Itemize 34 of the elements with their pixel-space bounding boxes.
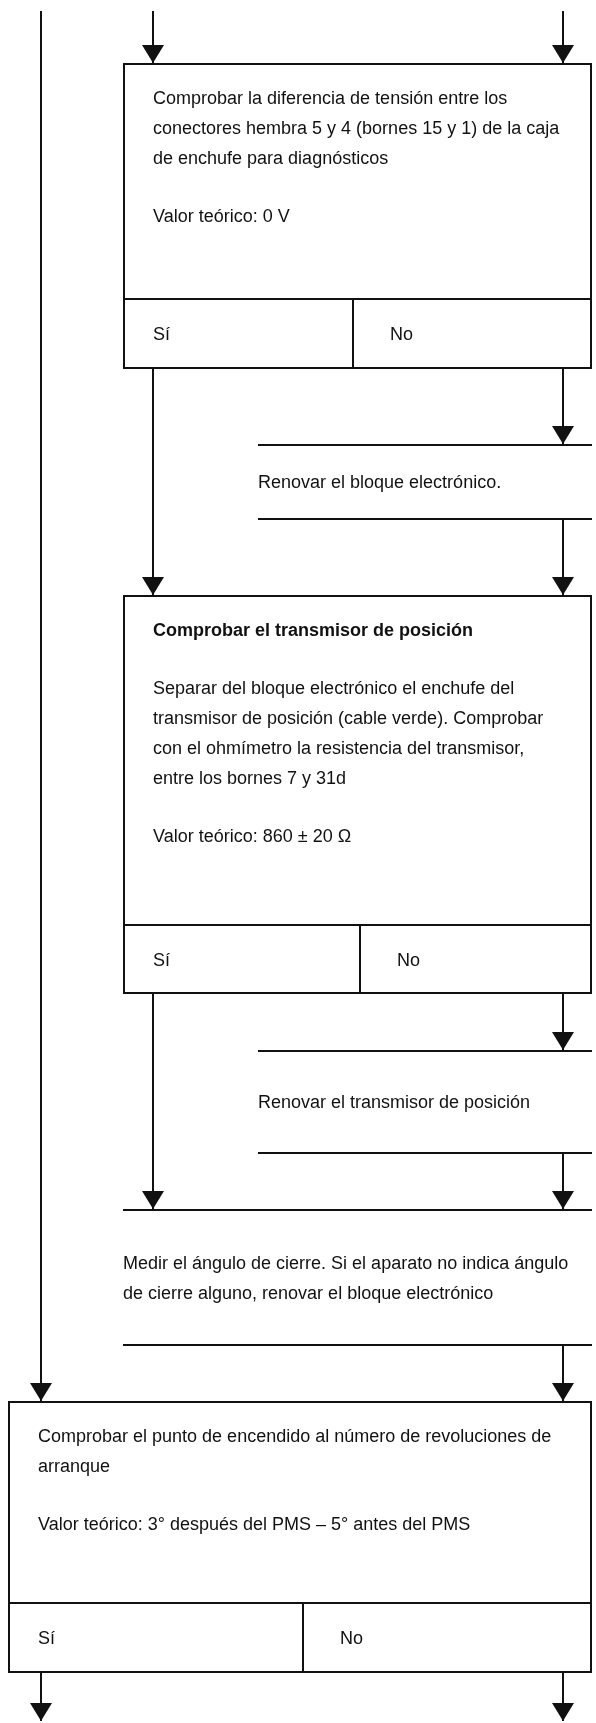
answer-cell: Sí — [125, 298, 352, 369]
arrow — [552, 10, 574, 64]
arrow — [142, 10, 164, 64]
theoretical-value-text: Valor teórico: 0 V — [153, 205, 291, 228]
process-box — [123, 595, 592, 994]
answer-cell: Sí — [10, 1602, 302, 1673]
instruction-text: Medir el ángulo de cierre. Si el aparato no indica ángulo de cierre alguno, renovar el bloque electrónico — [123, 1251, 570, 1305]
instruction-text: Renovar el transmisor de posición — [258, 1091, 532, 1114]
theoretical-value-text: Valor teórico: 3° después del PMS – 5° antes del PMS — [38, 1513, 472, 1536]
answer-cell: No — [302, 1602, 592, 1673]
arrow — [552, 1345, 574, 1402]
answer-cell: No — [352, 298, 592, 369]
arrow — [552, 1153, 574, 1210]
step-text: Separar del bloque electrónico el enchufe del transmisor de posición (cable verde). Comprobar con el ohmímetro la resistencia del transmisor, entre los bornes 7 y 31d — [153, 677, 545, 790]
step-heading: Comprobar el transmisor de posición — [153, 619, 475, 642]
answer-cell: Sí — [125, 924, 359, 994]
arrow — [142, 993, 164, 1210]
instruction-band — [258, 1050, 592, 1154]
arrow — [142, 368, 164, 596]
arrow — [552, 1672, 574, 1722]
step-text: Comprobar la diferencia de tensión entre los conectores hembra 5 y 4 (bornes 15 y 1) de la caja de enchufe para diagnósticos — [153, 87, 561, 170]
instruction-band — [123, 1209, 592, 1346]
arrow — [30, 1672, 52, 1722]
instruction-band — [258, 444, 592, 520]
arrow — [30, 10, 52, 1402]
instruction-text: Renovar el bloque electrónico. — [258, 471, 503, 494]
arrow — [552, 368, 574, 445]
arrow — [552, 993, 574, 1051]
arrow — [552, 519, 574, 596]
theoretical-value-text: Valor teórico: 860 ± 20 Ω — [153, 825, 353, 848]
step-text: Comprobar el punto de encendido al número de revoluciones de arranque — [38, 1425, 553, 1478]
answer-cell: No — [359, 924, 592, 994]
process-box — [123, 63, 592, 369]
process-box — [8, 1401, 592, 1673]
